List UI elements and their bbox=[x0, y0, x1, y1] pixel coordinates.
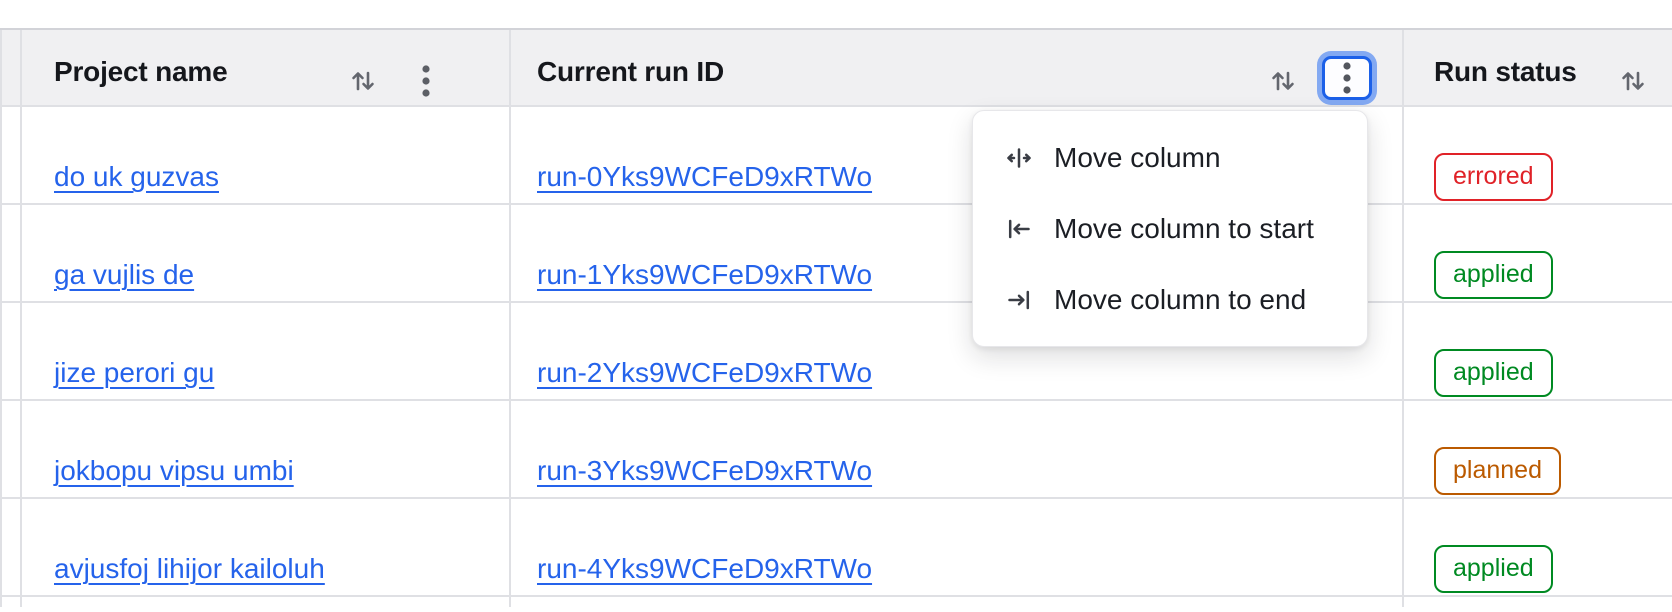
menu-item-label: Move column bbox=[1054, 141, 1221, 173]
status-badge: applied bbox=[1434, 251, 1553, 299]
header-run-status-label: Run status bbox=[1434, 55, 1577, 87]
project-name-sort-button[interactable] bbox=[348, 66, 378, 96]
current-run-id-sort-button[interactable] bbox=[1268, 66, 1298, 96]
table-row: do uk guzvas run-0Yks9WCFeD9xRTWo errore… bbox=[0, 107, 1672, 205]
table-header-row: Project name bbox=[0, 30, 1672, 107]
status-badge: errored bbox=[1434, 153, 1553, 201]
header-current-run-id: Current run ID bbox=[511, 30, 1404, 107]
project-link[interactable]: ga vujlis de bbox=[54, 259, 195, 290]
menu-item-label: Move column to end bbox=[1054, 283, 1307, 315]
menu-item-move-column-to-end[interactable]: Move column to end bbox=[973, 264, 1367, 335]
sort-arrows-icon bbox=[1268, 66, 1298, 96]
run-id-link[interactable]: run-3Yks9WCFeD9xRTWo bbox=[537, 455, 873, 486]
project-name-column-menu-button[interactable] bbox=[419, 63, 433, 99]
table-row: avjusfoj lihijor kailoluh run-4Yks9WCFeD… bbox=[0, 499, 1672, 597]
run-status-sort-button[interactable] bbox=[1618, 66, 1648, 96]
row-spacer-cell bbox=[0, 205, 22, 303]
header-project-name: Project name bbox=[22, 30, 511, 107]
row-spacer-cell bbox=[0, 401, 22, 499]
menu-item-label: Move column to start bbox=[1054, 212, 1314, 244]
row-spacer-cell bbox=[0, 107, 22, 205]
table-row: jokbopu vipsu umbi run-3Yks9WCFeD9xRTWo … bbox=[0, 401, 1672, 499]
run-id-link[interactable]: run-1Yks9WCFeD9xRTWo bbox=[537, 259, 873, 290]
project-link[interactable]: jize perori gu bbox=[54, 357, 215, 388]
current-run-id-column-menu-button[interactable] bbox=[1317, 51, 1377, 105]
sort-arrows-icon bbox=[1618, 66, 1648, 96]
table-row: jize perori gu run-2Yks9WCFeD9xRTWo appl… bbox=[0, 303, 1672, 401]
menu-item-move-column-to-start[interactable]: Move column to start bbox=[973, 193, 1367, 264]
status-badge: applied bbox=[1434, 349, 1553, 397]
header-spacer-cell bbox=[0, 30, 22, 107]
status-badge: planned bbox=[1434, 447, 1561, 495]
run-id-link[interactable]: run-0Yks9WCFeD9xRTWo bbox=[537, 161, 873, 192]
project-link[interactable]: do uk guzvas bbox=[54, 161, 219, 192]
header-project-name-label: Project name bbox=[54, 55, 228, 87]
move-column-to-end-icon bbox=[1004, 285, 1034, 315]
run-id-link[interactable]: run-4Yks9WCFeD9xRTWo bbox=[537, 553, 873, 584]
project-link[interactable]: jokbopu vipsu umbi bbox=[54, 455, 294, 486]
kebab-menu-icon bbox=[421, 65, 431, 97]
row-spacer-cell bbox=[0, 303, 22, 401]
column-options-menu: Move column Move column to start Move co… bbox=[972, 110, 1368, 347]
menu-item-move-column[interactable]: Move column bbox=[973, 122, 1367, 193]
projects-table: Project name bbox=[0, 28, 1672, 607]
move-column-icon bbox=[1004, 143, 1034, 173]
project-link[interactable]: avjusfoj lihijor kailoluh bbox=[54, 553, 325, 584]
table-row: ga vujlis de run-1Yks9WCFeD9xRTWo applie… bbox=[0, 205, 1672, 303]
row-spacer-cell bbox=[0, 499, 22, 597]
status-badge: applied bbox=[1434, 545, 1553, 593]
kebab-menu-icon bbox=[1342, 62, 1352, 94]
header-current-run-id-label: Current run ID bbox=[537, 55, 724, 87]
run-id-link[interactable]: run-2Yks9WCFeD9xRTWo bbox=[537, 357, 873, 388]
header-run-status: Run status bbox=[1404, 30, 1672, 107]
sort-arrows-icon bbox=[348, 66, 378, 96]
table-row-partial bbox=[0, 597, 1672, 607]
move-column-to-start-icon bbox=[1004, 214, 1034, 244]
